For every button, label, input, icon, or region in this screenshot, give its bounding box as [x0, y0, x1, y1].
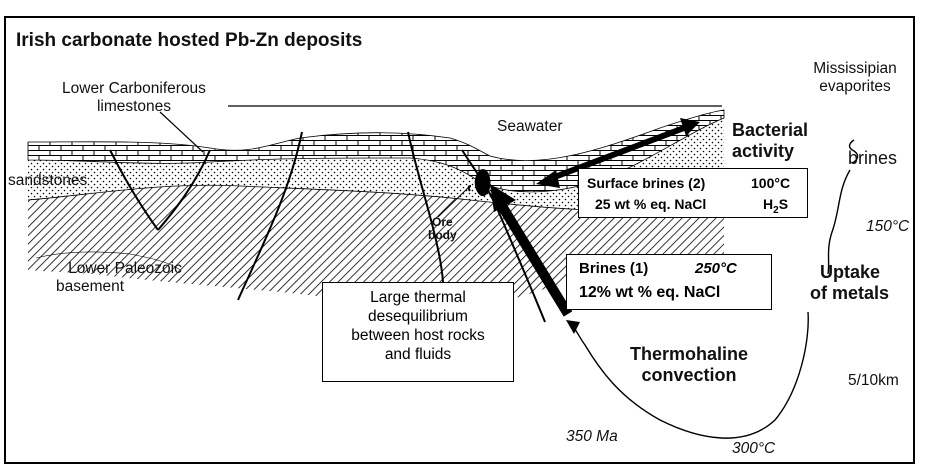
- limestones-label: Lower Carboniferous limestones: [62, 80, 206, 115]
- bacterial-activity-label: Bacterial activity: [732, 120, 809, 161]
- fault-1: [109, 149, 159, 231]
- squiggle-icon: [848, 139, 859, 164]
- brines-descent-path: [827, 169, 851, 275]
- uptake-metals-label: Uptake of metals: [810, 262, 890, 303]
- brines-label: brines: [848, 148, 898, 168]
- surface-brines-temp: 100°C: [751, 175, 791, 191]
- sandstones-label: sandstones: [8, 172, 88, 189]
- brines-upflow-arrow: [490, 184, 573, 317]
- surface-brines-box: Surface brines (2) 100°C 25 wt % eq. NaC…: [578, 168, 808, 218]
- temp-300-label: 300°C: [732, 440, 776, 457]
- fault-3: [237, 131, 303, 301]
- brines-salinity: 12% wt % eq. NaCl: [579, 284, 721, 301]
- surface-brines-h2s: H2S: [763, 196, 789, 216]
- thermohaline-label: Thermohaline convection: [630, 344, 749, 385]
- age-label: 350 Ma: [566, 428, 618, 445]
- evaporites-label: Mississipian evaporites: [813, 60, 897, 95]
- basement-label: Lower Paleozoic basement: [56, 260, 182, 295]
- surface-brines-name: Surface brines (2): [587, 175, 706, 191]
- ore-body-shape: [474, 169, 491, 197]
- desequilibrium-box: Large thermal desequilibrium between hos…: [322, 282, 514, 382]
- seawater-label: Seawater: [497, 118, 563, 135]
- fault-2: [157, 149, 211, 231]
- surface-brines-salinity: 25 wt % eq. NaCl: [595, 196, 707, 212]
- ore-body-label: Ore body: [428, 215, 457, 242]
- depth-label: 5/10km: [848, 372, 899, 389]
- fault-5: [461, 149, 546, 323]
- brines-box: Brines (1) 250°C 12% wt % eq. NaCl: [566, 254, 772, 310]
- thermohaline-loop: [572, 311, 809, 439]
- temp-150-label: 150°C: [866, 218, 910, 235]
- limestone-layer: [27, 109, 725, 193]
- brines-name: Brines (1): [579, 260, 649, 277]
- sandstones-layer: [28, 118, 724, 212]
- fault-4: [407, 131, 444, 283]
- brines-temp: 250°C: [695, 260, 737, 277]
- diagram-title: Irish carbonate hosted Pb-Zn deposits: [16, 30, 363, 51]
- surface-brines-arrow: [536, 118, 700, 188]
